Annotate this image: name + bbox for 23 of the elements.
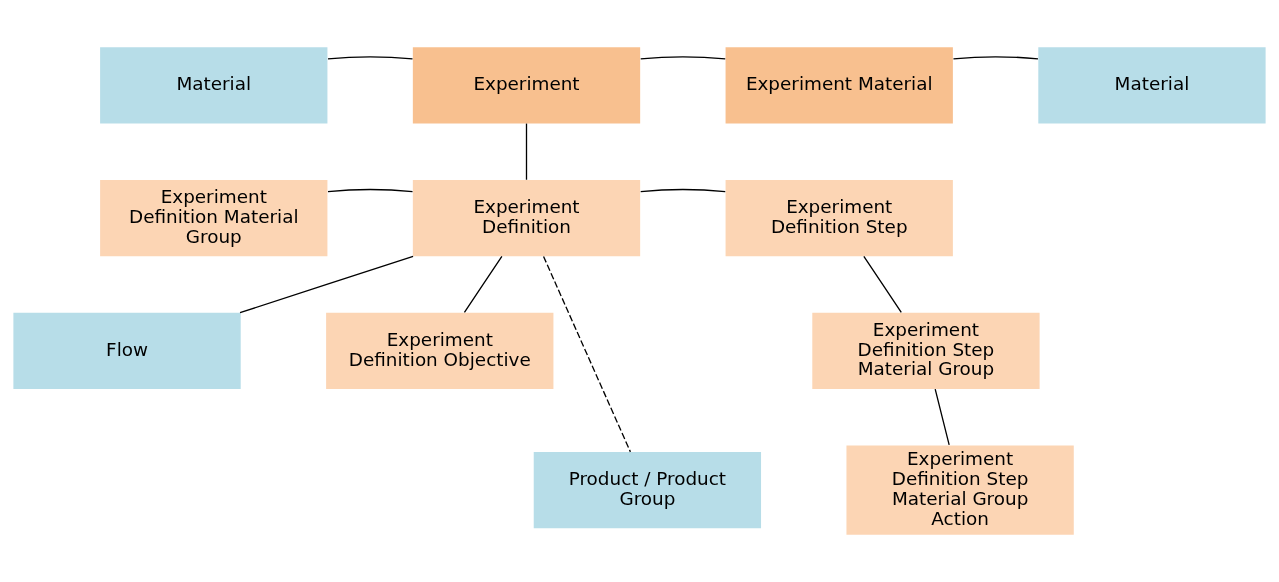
connector <box>640 188 726 193</box>
connector <box>463 255 503 314</box>
connector <box>952 56 1039 60</box>
node-box: Experiment Definition Step Material Group <box>812 312 1040 389</box>
node-box: Material <box>100 47 328 124</box>
connector <box>640 56 726 60</box>
node-box: Product / Product Group <box>533 451 762 529</box>
node-box: Experiment Material <box>725 47 953 124</box>
node-box: Experiment Definition Objective <box>326 312 554 389</box>
connector <box>542 255 632 453</box>
node-box: Experiment Definition Step <box>725 179 953 257</box>
node-box: Experiment Definition <box>412 179 641 257</box>
node-box: Experiment Definition Step Material Group Action <box>846 445 1074 535</box>
node-box: Material <box>1038 47 1266 124</box>
connector <box>934 388 950 446</box>
node-box: Experiment <box>412 47 641 124</box>
connector <box>239 255 414 314</box>
node-box: Experiment Definition Material Group <box>100 179 328 257</box>
connector <box>327 188 414 193</box>
connector <box>525 122 528 181</box>
connector <box>863 255 902 314</box>
node-box: Flow <box>13 312 241 389</box>
connector <box>327 56 414 60</box>
